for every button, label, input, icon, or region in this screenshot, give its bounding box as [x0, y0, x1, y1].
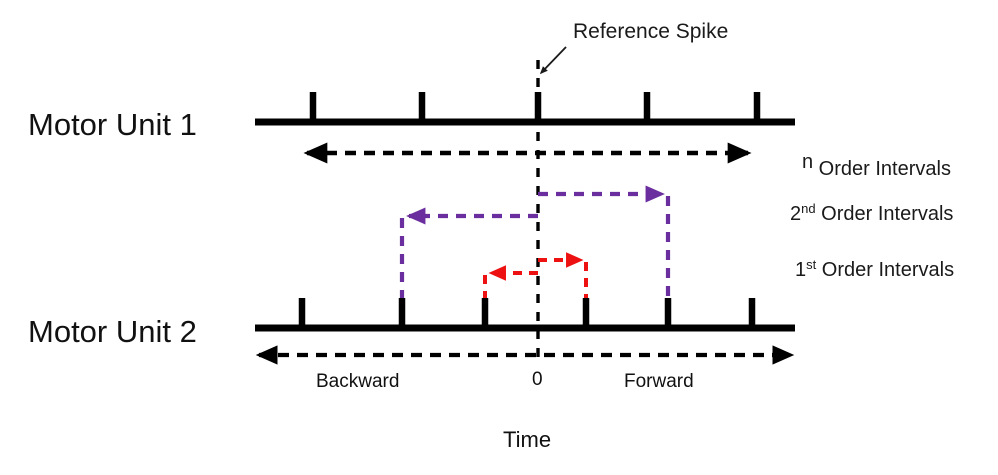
legend-item-second-order: 2nd Order Intervals — [790, 201, 953, 225]
legend-item-n-order: n Order Intervals — [802, 151, 951, 180]
legend-n-order-prefix: n — [802, 151, 813, 173]
forward-label: Forward — [624, 371, 694, 392]
spike-train-motor-unit-1 — [255, 92, 795, 126]
time-axis-title: Time — [503, 427, 551, 452]
first-order-backward-bracket — [483, 265, 538, 300]
spikes-motor-unit-2 — [298, 298, 756, 328]
second-order-backward-bracket — [399, 207, 538, 300]
spikes-motor-unit-1 — [309, 92, 761, 122]
legend-first-order-sup: st — [806, 257, 817, 272]
legend-n-order-suffix: Order Intervals — [813, 158, 951, 180]
spike-train-motor-unit-2 — [255, 298, 795, 332]
legend-second-order-prefix: 2 — [790, 203, 801, 225]
legend-first-order-prefix: 1 — [795, 259, 806, 281]
row-label-motor-unit-2: Motor Unit 2 — [28, 314, 197, 349]
legend-first-order-suffix: Order Intervals — [816, 259, 954, 281]
first-order-forward-bracket — [538, 252, 588, 300]
second-order-forward-bracket — [538, 185, 671, 300]
backward-label: Backward — [316, 371, 399, 392]
zero-tick-label: 0 — [532, 369, 543, 390]
reference-spike-pointer-arrow-icon — [539, 46, 567, 75]
legend: n Order Intervals 2nd Order Intervals 1s… — [790, 151, 954, 281]
reference-spike-label: Reference Spike — [573, 20, 728, 43]
legend-item-first-order: 1st Order Intervals — [795, 257, 954, 281]
legend-second-order-sup: nd — [801, 201, 815, 216]
row-label-motor-unit-1: Motor Unit 1 — [28, 107, 197, 142]
legend-second-order-suffix: Order Intervals — [816, 203, 954, 225]
